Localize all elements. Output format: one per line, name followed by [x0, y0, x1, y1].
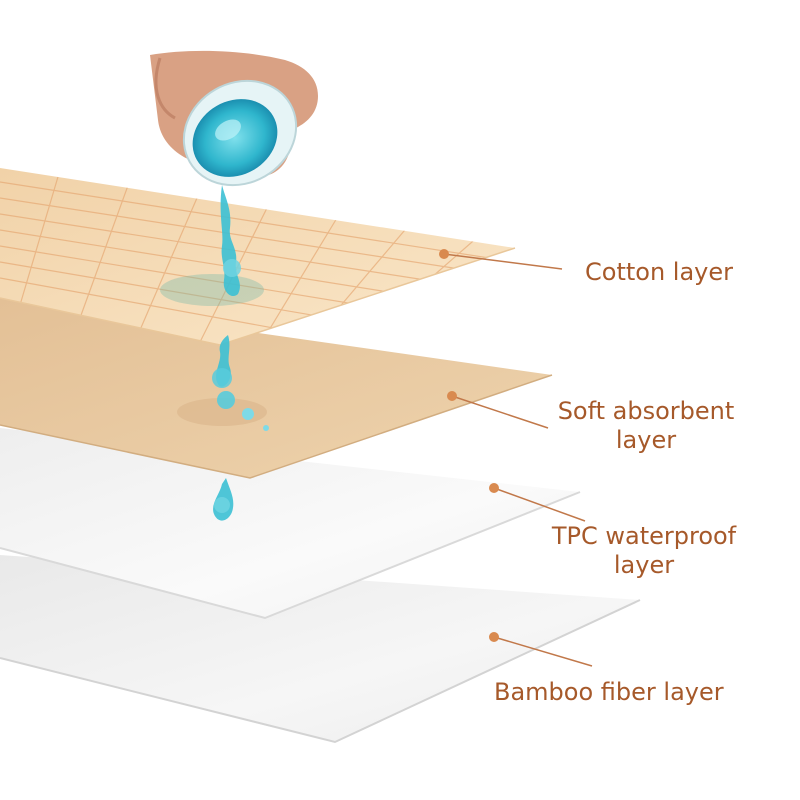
label-tpc-waterproof-layer: TPC waterproof layer: [544, 522, 744, 580]
bamboo-fiber-sheet: [0, 555, 640, 742]
leader-dot-tpc: [489, 483, 499, 493]
bamboo-fiber-sheet-edge: [0, 599, 641, 744]
label-bamboo-line1: Bamboo fiber layer: [494, 678, 724, 706]
leader-line-tpc: [493, 487, 586, 522]
label-tpc-line1: TPC waterproof: [551, 522, 737, 550]
leader-line-soft: [451, 395, 549, 429]
cup-icon: [182, 79, 298, 187]
soft-absorbent-sheet-edge: [0, 374, 553, 479]
soft-absorbent-sheet: [0, 296, 552, 478]
label-soft-line2: layer: [615, 426, 677, 454]
liquid-stream: [212, 185, 269, 521]
cotton-sheet: [0, 168, 515, 345]
wet-spot: [177, 398, 267, 426]
label-soft-absorbent-layer: Soft absorbent layer: [548, 397, 744, 455]
label-cotton-layer: Cotton layer: [585, 258, 733, 287]
cotton-sheet-edge: [0, 247, 516, 346]
leader-lines: [443, 253, 593, 667]
leader-dot-soft: [447, 391, 457, 401]
label-bamboo-fiber-layer: Bamboo fiber layer: [494, 678, 724, 707]
leader-line-cotton: [443, 253, 563, 270]
leader-dot-bamboo: [489, 632, 499, 642]
tpc-waterproof-sheet: [0, 428, 580, 618]
leader-dots: [439, 249, 499, 642]
label-tpc-line2: layer: [613, 551, 675, 579]
liquid-puddle: [160, 274, 264, 306]
label-soft-line1: Soft absorbent: [557, 397, 735, 425]
leader-line-bamboo: [493, 636, 593, 667]
leader-dot-cotton: [439, 249, 449, 259]
tpc-waterproof-sheet-edge: [0, 491, 581, 620]
label-cotton-line1: Cotton layer: [585, 258, 733, 286]
